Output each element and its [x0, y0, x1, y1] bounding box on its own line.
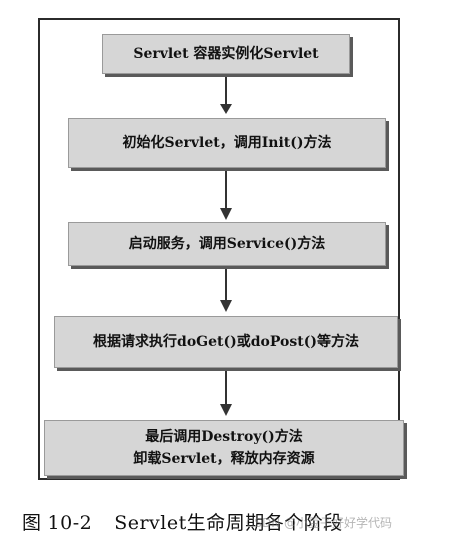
- step-init-label: 初始化Servlet，调用Init()方法: [122, 135, 332, 151]
- step-destroy-label-line2: 卸载Servlet，释放内存资源: [133, 451, 315, 467]
- step-doget-dopost-label: 根据请求执行doGet()或doPost()等方法: [93, 334, 359, 350]
- step-instantiate-label: Servlet 容器实例化Servlet: [133, 46, 319, 62]
- step-doget-dopost: 根据请求执行doGet()或doPost()等方法: [54, 316, 398, 368]
- step-instantiate: Servlet 容器实例化Servlet: [102, 34, 350, 74]
- step-destroy-label-line1: 最后调用Destroy()方法: [145, 429, 303, 445]
- figure-caption-text: Servlet生命周期各个阶段: [114, 512, 343, 534]
- csdn-watermark: CSDN @小豆子好好学代码: [246, 516, 393, 530]
- step-service: 启动服务，调用Service()方法: [68, 222, 386, 266]
- step-init: 初始化Servlet，调用Init()方法: [68, 118, 386, 168]
- step-destroy: 最后调用Destroy()方法 卸载Servlet，释放内存资源: [44, 420, 404, 476]
- figure-label: 图: [22, 512, 42, 534]
- figure-number: 10-2: [47, 512, 93, 534]
- step-service-label: 启动服务，调用Service()方法: [128, 236, 326, 252]
